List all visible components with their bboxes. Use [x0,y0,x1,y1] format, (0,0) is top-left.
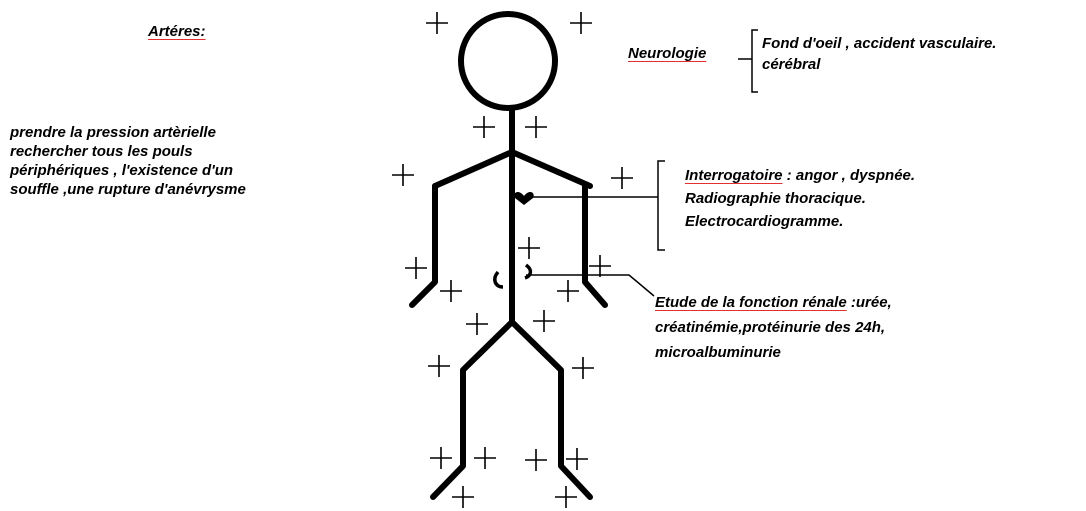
left-leg [433,322,512,497]
right-kidney-icon [525,265,530,278]
coeur-line-2: Radiographie thoracique. [685,189,866,208]
neurologie-line-1: Fond d'oeil , accident vasculaire. [762,34,996,53]
arteres-line-1: prendre la pression artèrielle [10,123,216,142]
coeur-line-3: Electrocardiogramme. [685,212,843,231]
heart-icon [514,192,533,205]
coeur-label: Interrogatoire [685,167,783,184]
left-kidney-icon [495,272,503,287]
arteres-line-4: souffle ,une rupture d'anévrysme [10,180,246,199]
coeur-line-1-rest: : angor , dyspnée. [783,167,916,184]
coeur-bracket [658,161,665,250]
rein-label: Etude de la fonction rénale [655,294,847,311]
left-arm [412,186,435,305]
rein-line-3: microalbuminurie [655,343,781,362]
neurologie-bracket [752,30,758,92]
right-arm [585,186,605,305]
arteres-line-3: périphériques , l'existence d'un [10,161,233,180]
coeur-line-1: Interrogatoire : angor , dyspnée. [685,166,915,185]
arteres-line-2: rechercher tous les pouls [10,142,193,161]
rein-line-1: Etude de la fonction rénale :urée, [655,293,892,312]
arteres-title: Artéres: [148,22,206,41]
rein-line-2: créatinémie,protéinurie des 24h, [655,318,885,337]
right-leg [512,322,590,497]
head [461,14,555,108]
neurologie-line-2: cérébral [762,55,820,74]
rein-line-1-rest: :urée, [847,294,892,311]
neurologie-label: Neurologie [628,44,706,63]
